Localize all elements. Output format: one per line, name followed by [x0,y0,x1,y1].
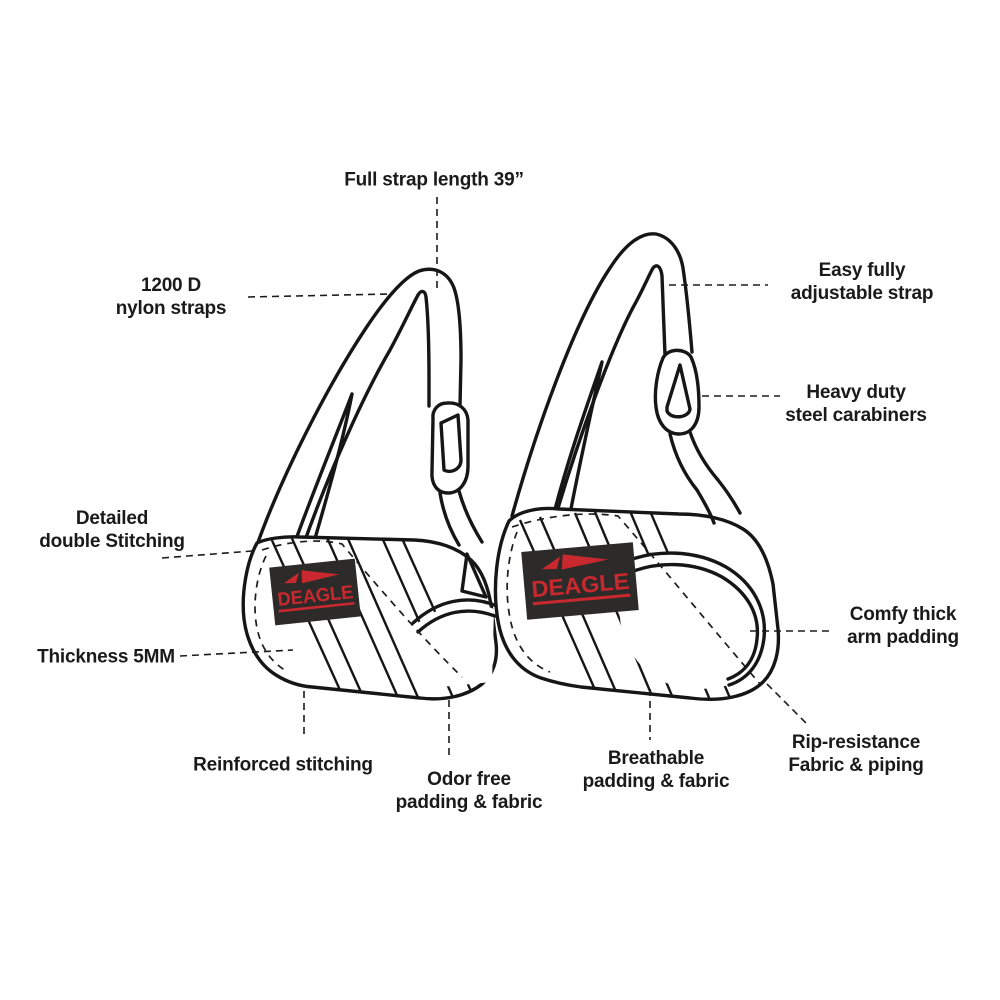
brand-patch-right: DEAGLE [521,542,639,620]
label-reinforced-stitching: Reinforced stitching [193,754,373,777]
brand-wing-icon [301,570,340,584]
label-nylon-straps: 1200 D nylon straps [116,274,227,320]
label-breathable: Breathable padding & fabric [583,747,730,793]
brand-underline [532,593,631,606]
label-line: Detailed [75,508,149,529]
label-line: adjustable strap [790,283,934,304]
right-arm-opening [617,551,767,689]
left-strap-fold-line [293,392,354,544]
label-line: Fabric & piping [788,755,924,776]
label-adjustable-strap: Easy fully adjustable strap [791,259,934,305]
brand-wing-icon [561,554,609,570]
label-line: double Stitching [39,531,185,552]
label-line: padding & fabric [582,771,730,792]
label-line: padding & fabric [395,792,543,813]
label-double-stitching: Detailed double Stitching [39,507,185,553]
right-strap-outer-edge [510,232,694,518]
brand-wing-icon [283,572,299,584]
label-line: Heavy duty [806,382,906,403]
left-strap [255,267,470,548]
label-full-strap-length: Full strap length 39” [344,169,524,192]
label-line: Easy fully [818,260,906,281]
left-carabiner [430,401,470,495]
label-line: Breathable [607,748,705,769]
brand-patch-right-bg [521,542,639,620]
label-line: steel carabiners [785,405,927,426]
label-line: Thickness 5MM [37,646,175,668]
leader-nylon-straps [247,293,392,298]
leader-thickness [179,649,294,657]
label-line: Full strap length 39” [344,169,524,191]
leader-lines [161,197,832,755]
brand-underline [278,601,355,613]
right-strap-fold-line [552,360,604,516]
label-line: Rip-resistance [791,732,921,753]
label-rip-resistance: Rip-resistance Fabric & piping [788,731,923,777]
right-carabiner [653,348,701,436]
left-strap-outer-edge [255,267,463,547]
brand-wing-icon [541,556,560,570]
leader-rip-resistance [766,683,807,724]
label-odor-free: Odor free padding & fabric [396,768,543,814]
label-arm-padding: Comfy thick arm padding [847,603,959,649]
leader-double-stitching [161,550,253,559]
right-strap-inner-edge [554,264,667,517]
left-strap-inner-edge [301,289,431,548]
left-strap-tail [438,489,488,599]
label-carabiners: Heavy duty steel carabiners [785,381,927,427]
right-strap [510,232,701,518]
label-line: Comfy thick [849,604,957,625]
label-line: Reinforced stitching [193,754,373,776]
left-arm-opening [411,598,499,689]
label-line: 1200 D [140,275,202,296]
label-line: Odor free [427,769,511,790]
left-pad-stitching [254,540,463,678]
label-line: nylon straps [115,298,227,319]
right-pad-stitching [506,513,761,685]
label-thickness: Thickness 5MM [37,646,175,669]
right-strap-tail [668,430,742,525]
label-line: arm padding [847,627,959,648]
brand-patch-left: DEAGLE [269,558,361,626]
